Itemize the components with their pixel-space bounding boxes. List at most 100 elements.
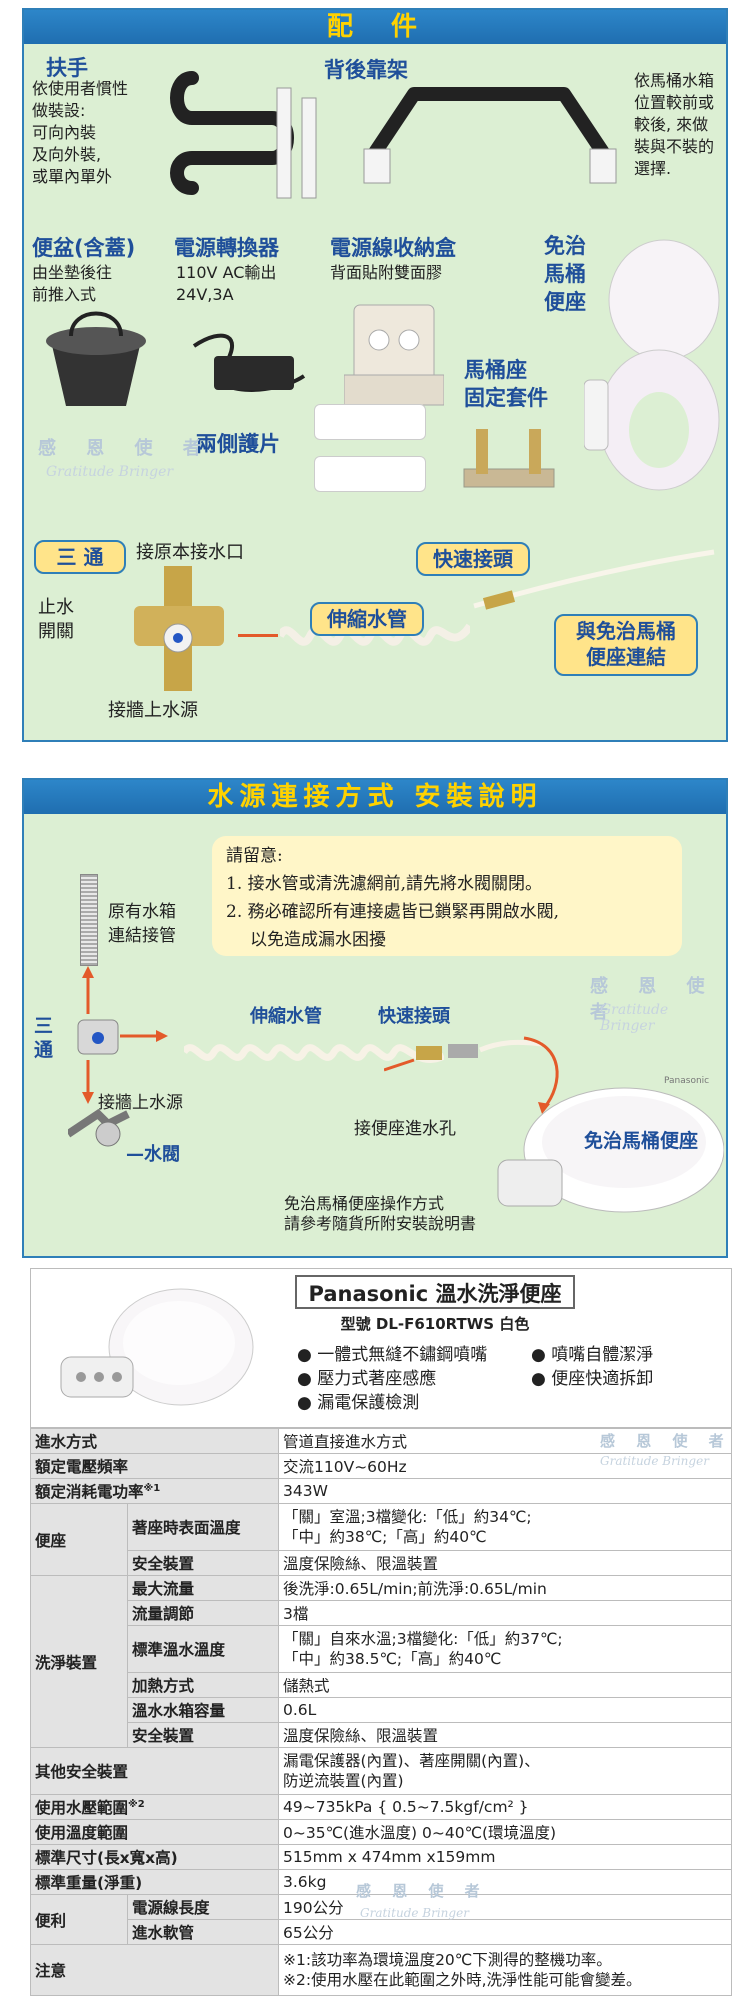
- table-row: 額定電壓頻率 交流110V~60Hz: [30, 1453, 732, 1479]
- spec-value: ※1:該功率為環境溫度20℃下測得的整機功率。 ※2:使用水壓在此範圍之外時,洗…: [278, 1944, 732, 1996]
- valve-label: —水閥: [126, 1144, 180, 1165]
- spec-label: 溫水水箱容量: [127, 1697, 279, 1723]
- table-row: 標準尺寸(長x寬x高) 515mm x 474mm x159mm: [30, 1844, 732, 1870]
- spec-value: 「關」自來水溫;3檔變化:「低」約37℃; 「中」約38.5℃;「高」約40℃: [278, 1625, 732, 1673]
- feature-item: ● 漏電保護檢測: [297, 1393, 420, 1413]
- spec-value: 3.6kg: [278, 1869, 732, 1895]
- seat-connect-label: 與免治馬桶 便座連結: [554, 614, 698, 676]
- table-row: 標準溫水溫度 「關」自來水溫;3檔變化:「低」約37℃; 「中」約38.5℃;「…: [31, 1625, 732, 1673]
- notice-title: 請留意:: [226, 846, 283, 866]
- sidepad-1: [314, 404, 426, 440]
- feature-item: ● 一體式無縫不鏽鋼噴嘴: [297, 1345, 488, 1365]
- table-row: 使用水壓範圍※2 49~735kPa { 0.5~7.5kgf/cm² }: [30, 1794, 732, 1820]
- spec-value: 190公分: [278, 1894, 732, 1920]
- install-panel: 水源連接方式 安裝說明 請留意: 1. 接水管或清洗濾網前,請先將水閥關閉。 2…: [22, 778, 728, 1258]
- watermark-cn-1: 感 恩 使 者: [38, 438, 213, 459]
- watermark-cn-3: 感 恩 使 者: [600, 1432, 732, 1450]
- spec-value: 交流110V~60Hz: [278, 1453, 732, 1479]
- feature-item: ● 便座快適拆卸: [531, 1369, 654, 1389]
- cablebox-title: 電源線收納盒: [330, 236, 456, 260]
- spec-value: 65公分: [278, 1919, 732, 1945]
- notice-line-3: 以免造成漏水困擾: [250, 930, 386, 950]
- adapter-title: 電源轉換器: [174, 236, 279, 260]
- spec-label: 著座時表面溫度: [127, 1503, 279, 1551]
- product-title: Panasonic 溫水洗淨便座: [295, 1275, 575, 1309]
- notice-line-2: 2. 務必確認所有連接處皆已鎖緊再開啟水閥,: [226, 902, 560, 922]
- coiled-hose-2: [184, 1044, 444, 1063]
- sidepad-2: [314, 456, 426, 492]
- fixkit-title: 馬桶座 固定套件: [464, 358, 548, 410]
- adapter-illustration: [192, 333, 306, 392]
- spec-value: 343W: [278, 1478, 732, 1504]
- notice-line-1: 1. 接水管或清洗濾網前,請先將水閥關閉。: [226, 874, 543, 894]
- flex-hose-label-1: 伸縮水管: [310, 602, 424, 636]
- flex-hose-label-2: 伸縮水管: [250, 1006, 322, 1027]
- features-left: ● 一體式無縫不鏽鋼噴嘴 ● 壓力式著座感應 ● 漏電保護檢測: [297, 1343, 487, 1415]
- spec-group-label: 便座: [30, 1503, 128, 1576]
- spec-label: 標準尺寸(長x寬x高): [30, 1844, 279, 1870]
- seat-illustration: [584, 239, 720, 491]
- spec-value: 49~735kPa { 0.5~7.5kgf/cm² }: [278, 1794, 732, 1820]
- spec-label: 標準重量(淨重): [30, 1869, 279, 1895]
- features-right: ● 噴嘴自體潔淨 ● 便座快適拆卸: [531, 1343, 653, 1391]
- spec-group-label: 便利: [30, 1894, 128, 1945]
- red-connector-arrow: [523, 1036, 559, 1114]
- spec-value: 515mm x 474mm x159mm: [278, 1844, 732, 1870]
- accessories-panel: 配 件 扶手 依使用者慣性 做裝設: 可向內裝 及向外裝, 或單內單外 背後靠架…: [22, 8, 728, 742]
- table-row: 使用溫度範圍 0~35℃(進水溫度) 0~40℃(環境溫度): [30, 1819, 732, 1845]
- table-row: 洗淨裝置 最大流量 後洗淨:0.65L/min;前洗淨:0.65L/min: [30, 1575, 732, 1748]
- adapter-desc: 110V AC輸出 24V,3A: [176, 263, 277, 304]
- tee-illustration-2: [68, 966, 168, 1147]
- stop-valve-label: 止水 開關: [38, 597, 74, 642]
- watermark-en-1: Gratitude Bringer: [46, 464, 174, 480]
- spec-label: 其他安全裝置: [30, 1747, 279, 1795]
- accessories-banner: 配 件: [24, 10, 726, 44]
- table-row: 加熱方式 儲熱式: [31, 1672, 732, 1698]
- bedpan-illustration: [46, 311, 146, 406]
- backrest-title: 背後靠架: [324, 58, 408, 82]
- seat-illustration-2: [497, 1087, 724, 1213]
- feature-item: ● 噴嘴自體潔淨: [531, 1345, 654, 1365]
- table-row: 便利 電源線長度 190公分: [30, 1894, 732, 1945]
- quick-joint-label-1: 快速接頭: [416, 542, 530, 576]
- table-row: 額定消耗電功率※1 343W: [30, 1478, 732, 1504]
- product-image: [60, 1288, 254, 1406]
- watermark-cn-4: 感 恩 使 者: [356, 1882, 488, 1900]
- coiled-hose-1: [280, 623, 470, 646]
- table-row: 便座 著座時表面溫度 「關」室溫;3檔變化:「低」約34℃; 「中」約38℃;「…: [30, 1503, 732, 1576]
- spec-value: 0.6L: [278, 1697, 732, 1723]
- connect-original-label: 接原本接水口: [136, 542, 244, 563]
- spec-label: 流量調節: [127, 1600, 279, 1626]
- table-row: 進水方式 管道直接進水方式: [30, 1428, 732, 1454]
- quick-joint-label-2: 快速接頭: [378, 1006, 450, 1027]
- table-row: 溫水水箱容量 0.6L: [31, 1697, 732, 1723]
- watermark-en-3: Gratitude Bringer: [600, 1454, 709, 1468]
- feature-item: ● 壓力式著座感應: [297, 1369, 437, 1389]
- quick-joint-2: [384, 1039, 543, 1072]
- spec-label: 使用溫度範圍: [30, 1819, 279, 1845]
- spec-label: 注意: [30, 1944, 279, 1996]
- arrow-to-tee: [238, 634, 278, 637]
- seat-title: 免治 馬桶 便座: [544, 234, 586, 314]
- spec-value: 儲熱式: [278, 1672, 732, 1698]
- product-header: Panasonic 溫水洗淨便座 型號 DL-F610RTWS 白色 ● 一體式…: [30, 1268, 732, 1428]
- spec-value: 0~35℃(進水溫度) 0~40℃(環境溫度): [278, 1819, 732, 1845]
- cablebox-desc: 背面貼附雙面膠: [330, 263, 443, 282]
- table-row: 注意 ※1:該功率為環境溫度20℃下測得的整機功率。 ※2:使用水壓在此範圍之外…: [30, 1944, 732, 1996]
- spec-value: 後洗淨:0.65L/min;前洗淨:0.65L/min: [278, 1575, 732, 1601]
- spec-label: 最大流量: [127, 1575, 279, 1601]
- spec-value: 漏電保護器(內置)、著座開關(內置)、 防逆流裝置(內置): [278, 1747, 732, 1795]
- cablebox-illustration: [344, 304, 444, 406]
- spec-value: 3檔: [278, 1600, 732, 1626]
- spec-label: 加熱方式: [127, 1672, 279, 1698]
- notice-box: 請留意: 1. 接水管或清洗濾網前,請先將水閥關閉。 2. 務必確認所有連接處皆…: [212, 836, 682, 956]
- spec-label: 安全裝置: [127, 1722, 279, 1748]
- manual-note: 免治馬桶便座操作方式 請參考隨貨所附安裝說明書: [284, 1194, 477, 1233]
- bedpan-title: 便盆(含蓋): [32, 236, 136, 260]
- tee-illustration: [134, 566, 224, 691]
- spec-label: 額定消耗電功率※1: [30, 1478, 279, 1504]
- wall-source-label-1: 接牆上水源: [108, 700, 198, 721]
- tank-joint-label: 原有水箱 連結接管: [108, 902, 176, 946]
- table-row: 流量調節 3檔: [31, 1600, 732, 1626]
- handle-illustration: [170, 71, 317, 199]
